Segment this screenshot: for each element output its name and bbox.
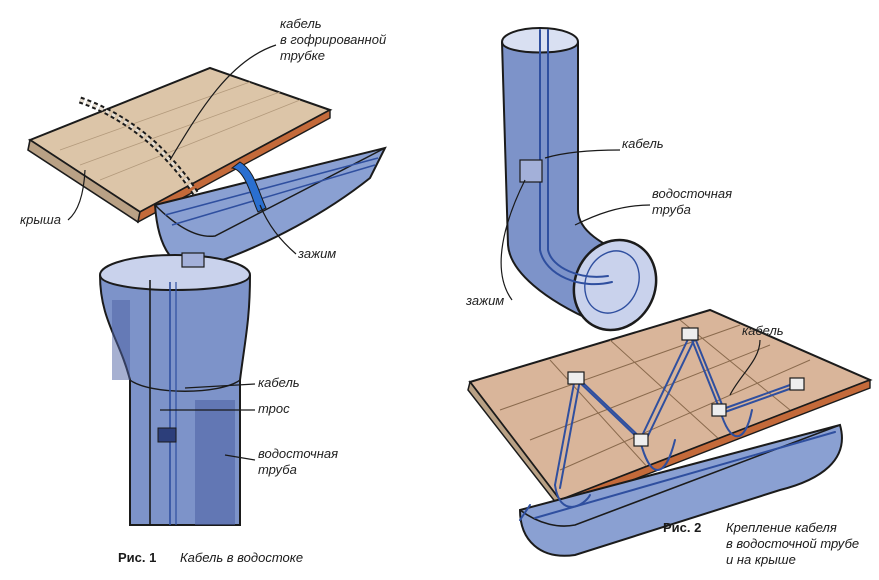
label-clamp-fig2: зажим xyxy=(465,293,504,308)
leader-cable-fig2-top xyxy=(544,149,621,159)
gutter-fig2 xyxy=(518,423,843,557)
leader-cable-fig1 xyxy=(184,383,256,389)
figure-2: кабель водосточная труба зажим xyxy=(465,27,873,567)
label-downpipe-fig1-2: труба xyxy=(258,462,297,477)
label-downpipe-fig2-1: водосточная xyxy=(652,186,732,201)
downpipe-elbow xyxy=(501,27,658,332)
leader-downpipe-fig2 xyxy=(574,204,651,226)
label-cable-fig2-top: кабель xyxy=(622,136,664,151)
caption-fig2-line-3: и на крыше xyxy=(726,552,796,567)
label-downpipe-fig1-1: водосточная xyxy=(258,446,338,461)
label-cable-corrugated-3: трубке xyxy=(280,48,325,63)
leader-clamp-fig1 xyxy=(259,204,297,255)
label-cable-corrugated-2: в гофрированной xyxy=(280,32,386,47)
label-downpipe-fig2-2: труба xyxy=(652,202,691,217)
label-cable-corrugated-1: кабель xyxy=(280,16,322,31)
leader-roof xyxy=(67,169,86,221)
caption-fig1-number: Рис. 1 xyxy=(118,550,156,565)
label-roof: крыша xyxy=(20,212,61,227)
caption-fig2-line-1: Крепление кабеля xyxy=(726,520,837,535)
gutter xyxy=(153,146,387,270)
label-cable-fig2-roof: кабель xyxy=(742,323,784,338)
caption-fig1-text: Кабель в водостоке xyxy=(180,550,303,565)
label-clamp-fig1: зажим xyxy=(297,246,336,261)
cable-in-elbow xyxy=(539,29,613,286)
label-rope: трос xyxy=(258,401,290,416)
leader-downpipe-fig1 xyxy=(224,454,256,461)
label-cable-fig1: кабель xyxy=(258,375,300,390)
downpipe-fig1 xyxy=(99,252,251,526)
leader-clamp-fig2 xyxy=(500,179,526,301)
leader-cable-corrugated xyxy=(169,44,277,161)
figure-1: кабель в гофрированной трубке крыша зажи… xyxy=(20,16,387,565)
caption-fig2-line-2: в водосточной трубе xyxy=(726,536,859,551)
roof-fig2 xyxy=(467,308,873,511)
leader-cable-fig2-roof xyxy=(729,339,761,396)
caption-fig2-number: Рис. 2 xyxy=(663,520,701,535)
